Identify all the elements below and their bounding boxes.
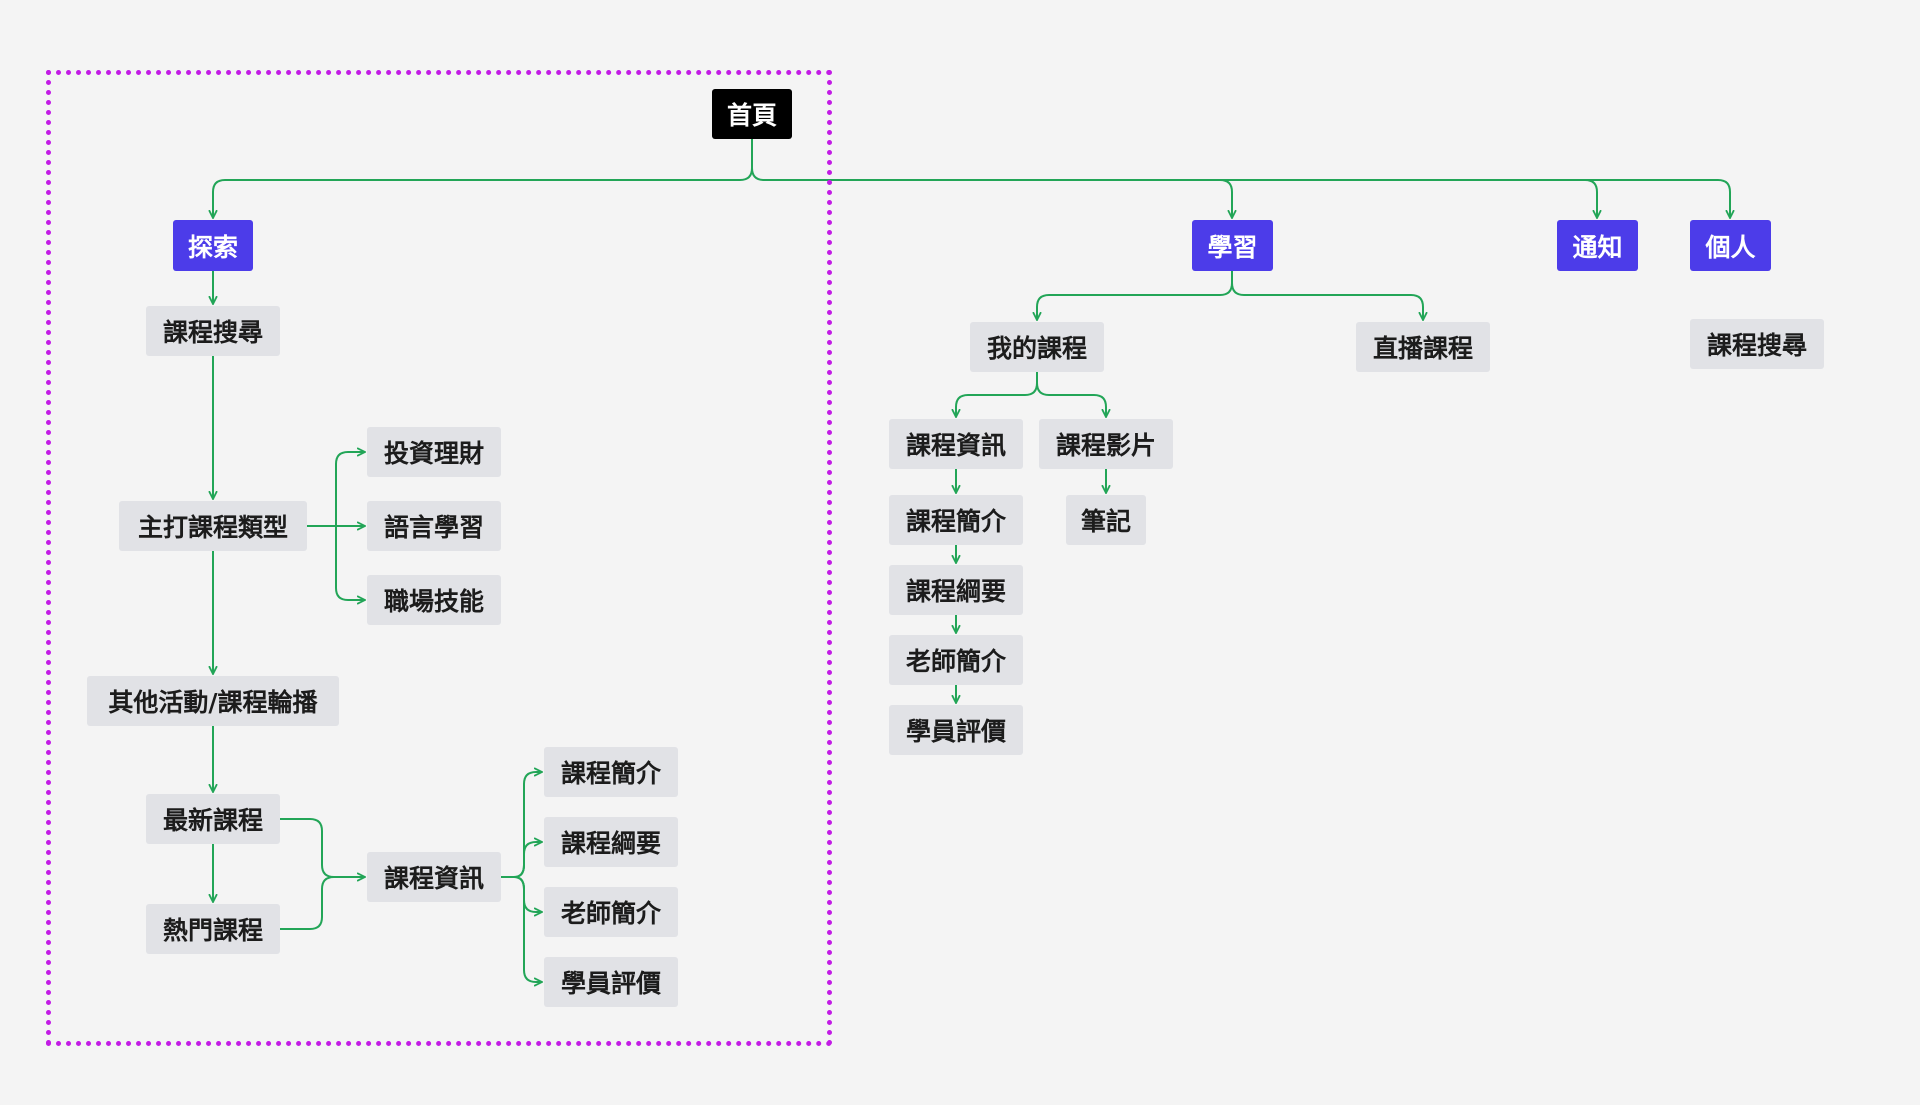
connector-learning-live xyxy=(1410,294,1423,320)
course-type-language-node[interactable]: 語言學習 xyxy=(367,501,501,551)
connector-learning-trunk xyxy=(1219,271,1233,296)
connector-featured-investment xyxy=(326,452,365,527)
connector-mycourses-trunk xyxy=(1024,372,1038,396)
explore-node[interactable]: 探索 xyxy=(173,220,253,271)
explore-course-info-node[interactable]: 課程資訊 xyxy=(367,852,501,902)
course-videos-node[interactable]: 課程影片 xyxy=(1039,419,1173,469)
connector-info-reviews xyxy=(513,876,542,982)
other-activities-carousel-node[interactable]: 其他活動/課程輪播 xyxy=(87,676,339,726)
connector-home-learning xyxy=(1219,179,1232,218)
connector-home-notifications xyxy=(1220,179,1597,218)
explore-course-intro-node[interactable]: 課程簡介 xyxy=(544,747,678,797)
connector-info-outline xyxy=(513,842,542,878)
live-courses-node[interactable]: 直播課程 xyxy=(1356,322,1490,372)
connector-mycourses-info xyxy=(956,394,1025,417)
connector-latest-info xyxy=(280,818,365,877)
personal-node[interactable]: 個人 xyxy=(1690,220,1771,271)
connector-learning-live-trunk xyxy=(1231,282,1411,296)
learning-teacher-intro-node[interactable]: 老師簡介 xyxy=(889,635,1023,685)
learning-node[interactable]: 學習 xyxy=(1192,220,1273,271)
featured-course-types-node[interactable]: 主打課程類型 xyxy=(119,501,307,551)
notes-node[interactable]: 筆記 xyxy=(1066,495,1146,545)
latest-courses-node[interactable]: 最新課程 xyxy=(146,794,280,844)
personal-course-search-node[interactable]: 課程搜尋 xyxy=(1690,319,1824,369)
explore-section-frame xyxy=(46,70,832,1046)
connector-mycourses-videos-trunk xyxy=(1036,382,1094,396)
connector-popular-info xyxy=(280,876,335,930)
my-courses-node[interactable]: 我的課程 xyxy=(970,322,1104,372)
connector-learning-mycourses xyxy=(1037,294,1220,320)
home-node[interactable]: 首頁 xyxy=(712,89,792,139)
course-type-investment-node[interactable]: 投資理財 xyxy=(367,427,501,477)
learning-student-reviews-node[interactable]: 學員評價 xyxy=(889,705,1023,755)
explore-course-outline-node[interactable]: 課程綱要 xyxy=(544,817,678,867)
explore-course-search-node[interactable]: 課程搜尋 xyxy=(146,306,280,356)
notifications-node[interactable]: 通知 xyxy=(1557,220,1638,271)
connector-home-explore xyxy=(213,179,740,218)
learning-course-outline-node[interactable]: 課程綱要 xyxy=(889,565,1023,615)
learning-course-info-node[interactable]: 課程資訊 xyxy=(889,419,1023,469)
explore-student-reviews-node[interactable]: 學員評價 xyxy=(544,957,678,1007)
connector-mycourses-videos xyxy=(1093,394,1106,417)
popular-courses-node[interactable]: 熱門課程 xyxy=(146,904,280,954)
learning-course-intro-node[interactable]: 課程簡介 xyxy=(889,495,1023,545)
explore-teacher-intro-node[interactable]: 老師簡介 xyxy=(544,887,678,937)
connector-home-right-trunk xyxy=(751,167,1220,181)
connector-featured-career xyxy=(326,525,365,600)
connector-home-personal xyxy=(1585,179,1730,218)
course-type-career-node[interactable]: 職場技能 xyxy=(367,575,501,625)
